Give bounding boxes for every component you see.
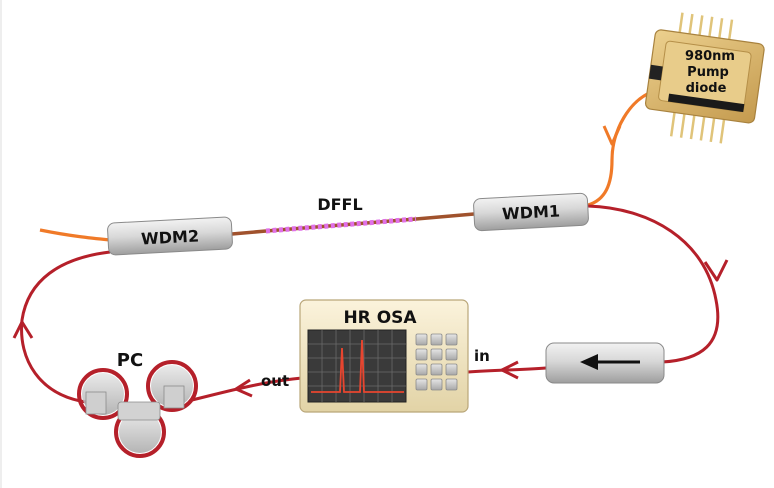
input-stub-fiber xyxy=(39,228,111,242)
fiber-osa-to-pc xyxy=(191,376,303,402)
pump-diode xyxy=(644,12,765,144)
polarization-controller xyxy=(77,360,198,458)
wdm1-coupler xyxy=(473,192,589,232)
ring-fiber-right xyxy=(587,204,720,364)
pc-label: PC xyxy=(117,350,143,371)
pump-fiber xyxy=(587,90,653,207)
ring-fiber-left xyxy=(20,250,111,404)
arrowhead-icon xyxy=(602,125,622,146)
isolator xyxy=(545,342,665,384)
wdm2-pigtail xyxy=(231,229,267,236)
osa-keypad xyxy=(415,333,458,391)
wdm1-pigtail xyxy=(415,212,475,221)
dffl-label: DFFL xyxy=(317,195,362,214)
fiber-isolator-to-osa xyxy=(467,366,547,374)
osa-in-label: in xyxy=(474,347,490,365)
arrowhead-icon xyxy=(703,259,729,282)
wdm1-label: WDM1 xyxy=(502,201,561,223)
arrowhead-icon xyxy=(12,320,34,339)
pump-label-line3: diode xyxy=(686,81,727,96)
osa-label: HR OSA xyxy=(343,308,417,328)
osa-spectrum-trace xyxy=(311,339,404,393)
dffl-grating xyxy=(265,216,417,234)
left-arrow-icon xyxy=(580,354,640,370)
osa-out-label: out xyxy=(261,372,289,390)
arrowhead-icon xyxy=(500,360,519,380)
osa-screen xyxy=(307,329,407,403)
wdm2-label: WDM2 xyxy=(141,226,200,248)
pump-label-line2: Pump xyxy=(687,65,729,80)
arrowhead-icon xyxy=(234,378,253,398)
pump-label-line1: 980nm xyxy=(685,49,735,64)
wdm2-coupler xyxy=(107,216,233,256)
osa-instrument xyxy=(299,299,469,413)
